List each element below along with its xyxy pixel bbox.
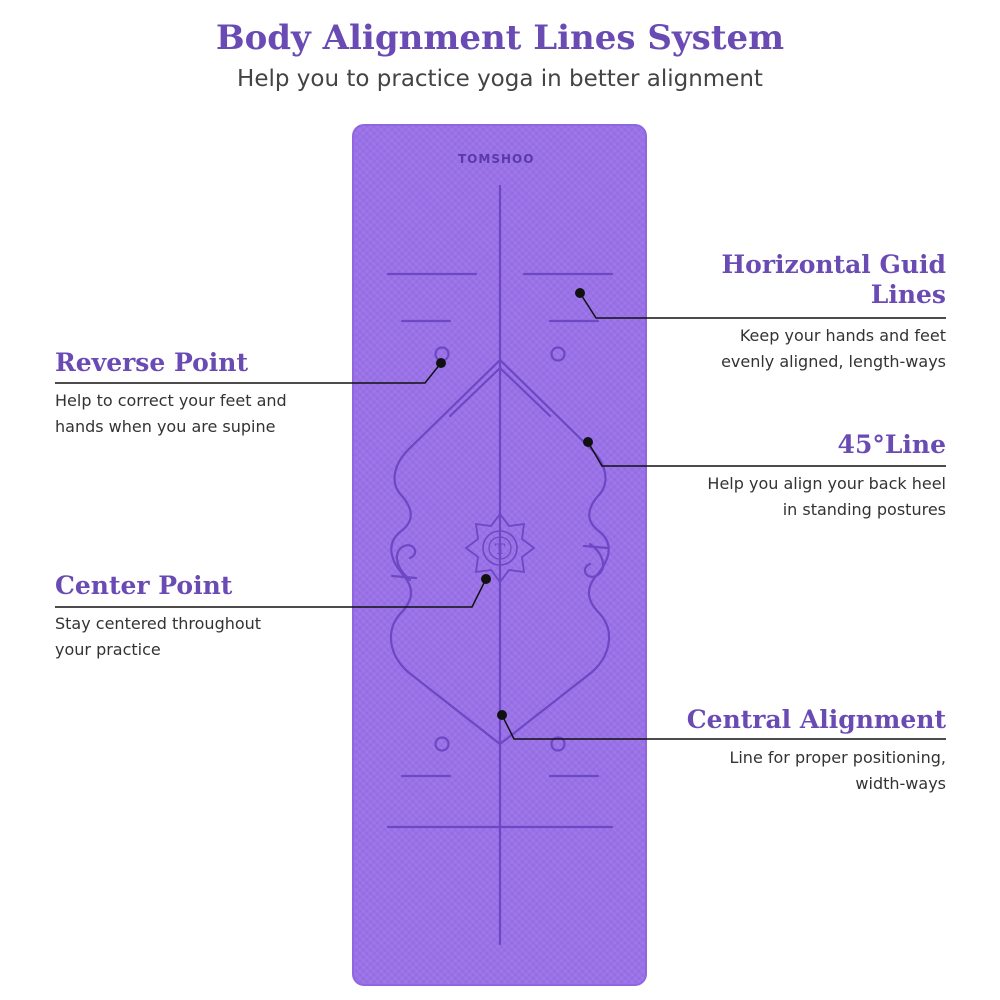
mat-surface: TOMSHOO [352,124,647,986]
central-desc-1: Line for proper positioning, [729,748,946,767]
horizontal-desc-1: Keep your hands and feet [739,326,946,345]
reverse-desc-1: Help to correct your feet and [55,391,287,410]
line45-heading: 45°Line [837,430,946,459]
dot-45 [583,437,593,447]
central-heading: Central Alignment [686,705,946,734]
body-outline-left [389,358,502,746]
leader-45 [587,441,946,467]
line-45-left [448,366,502,418]
leader-horizontal [579,292,946,319]
leader-center [55,578,487,608]
horizontal-heading-2: Lines [870,280,946,309]
center-mandala [464,512,536,584]
dot-horizontal [575,288,585,298]
yoga-mat: TOMSHOO [352,124,647,986]
center-desc-2: your practice [55,640,161,659]
mandala-letter: T [495,542,506,558]
dot-central [497,710,507,720]
page-subtitle: Help you to practice yoga in better alig… [237,66,763,92]
reverse-point-circle [434,736,450,752]
body-outline-right [498,358,611,746]
leader-central [501,714,946,740]
center-heading: Center Point [55,571,233,600]
brand-logo: TOMSHOO [458,152,535,166]
reverse-desc-2: hands when you are supine [55,417,276,436]
dot-center [481,574,491,584]
line45-desc-1: Help you align your back heel [707,474,946,493]
leader-reverse [55,362,442,384]
horizontal-heading-1: Horizontal Guid [721,250,946,279]
dot-reverse [436,358,446,368]
page-title: Body Alignment Lines System [215,18,785,58]
spiral-right [582,542,610,578]
reverse-point-circle [550,736,566,752]
horizontal-desc-2: evenly aligned, length-ways [721,352,946,371]
central-desc-2: width-ways [855,774,946,793]
line-45-right [498,366,552,418]
spiral-left [390,544,418,582]
center-desc-1: Stay centered throughout [55,614,262,633]
line45-desc-2: in standing postures [782,500,946,519]
reverse-point-circle [550,346,566,362]
reverse-heading: Reverse Point [55,348,248,377]
